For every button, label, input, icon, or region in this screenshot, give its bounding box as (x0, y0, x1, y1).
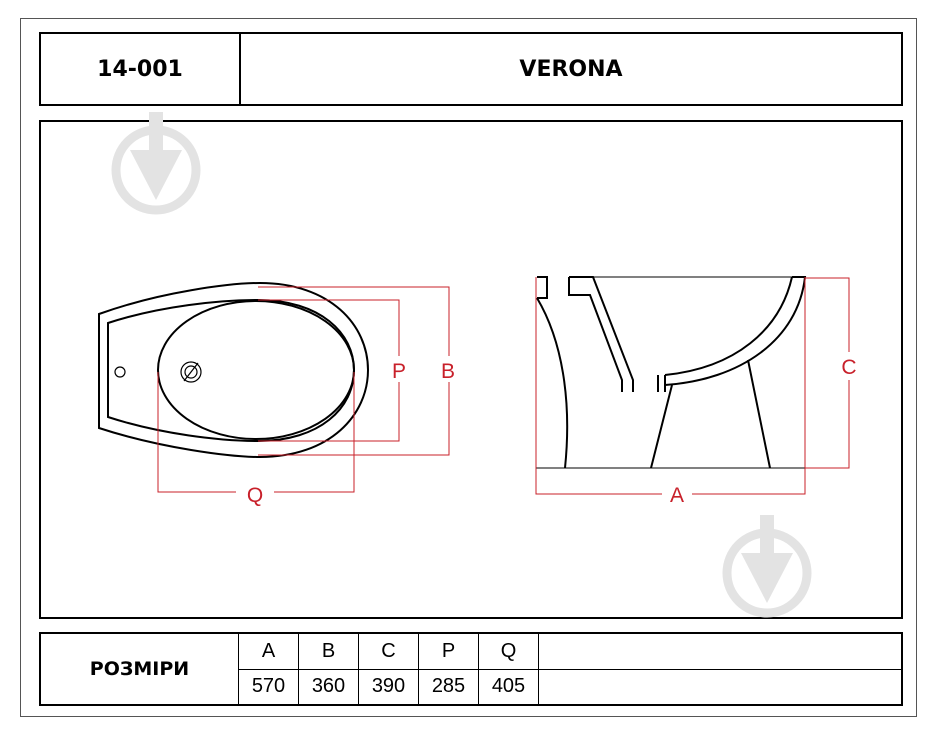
watermark-logo-icon (111, 112, 201, 215)
dimension-column-a: A 570 (239, 634, 299, 704)
dimension-key: A (239, 634, 298, 670)
dimension-value: 285 (431, 675, 466, 698)
dimension-key: Q (479, 634, 538, 670)
dimension-label-q: Q (247, 484, 263, 507)
dimension-column-b: B 360 (299, 634, 359, 704)
dimension-label-c: C (841, 356, 856, 379)
dimension-key: C (359, 634, 418, 670)
dimension-empty-area (539, 634, 901, 704)
drain-icon (180, 361, 202, 383)
side-view-bowl-curve (664, 276, 807, 386)
top-view-inner-rim (107, 298, 356, 443)
dimension-column-p: P 285 (419, 634, 479, 704)
top-view-outer-shell (98, 281, 370, 459)
dimension-value: 360 (311, 675, 346, 698)
side-view-pedestal (650, 359, 771, 469)
top-view (98, 281, 370, 459)
side-view (536, 276, 807, 469)
dimension-key: B (299, 634, 358, 670)
dimension-value: 570 (251, 675, 286, 698)
dimension-column-q: Q 405 (479, 634, 539, 704)
title-block: 14-001 VERONA (39, 32, 903, 106)
top-view-dimensions (157, 286, 450, 493)
technical-drawing: P B Q A C (39, 112, 903, 619)
dimension-label-b: B (441, 360, 455, 383)
tap-hole (114, 366, 126, 378)
empty-cell (539, 670, 901, 705)
product-code: 14-001 (41, 34, 241, 104)
dimensions-table: РОЗМІРИ A 570 B 360 C 390 P 285 Q 405 (39, 632, 903, 706)
dimensions-label: РОЗМІРИ (41, 634, 239, 704)
side-view-inner-channel (568, 276, 634, 392)
empty-cell (539, 634, 901, 670)
side-view-spigot (657, 375, 666, 392)
dimension-key: P (419, 634, 478, 670)
dimension-label-a: A (670, 484, 684, 507)
product-name: VERONA (519, 56, 623, 82)
top-view-bowl (157, 300, 355, 440)
dimension-value: 390 (371, 675, 406, 698)
dimension-column-c: C 390 (359, 634, 419, 704)
watermark-logo-icon (722, 515, 812, 618)
dimension-value: 405 (491, 675, 526, 698)
side-view-rear-wall (536, 276, 569, 469)
dimension-label-p: P (392, 360, 406, 383)
sheet-border (20, 18, 917, 717)
side-view-dimensions (535, 277, 850, 495)
